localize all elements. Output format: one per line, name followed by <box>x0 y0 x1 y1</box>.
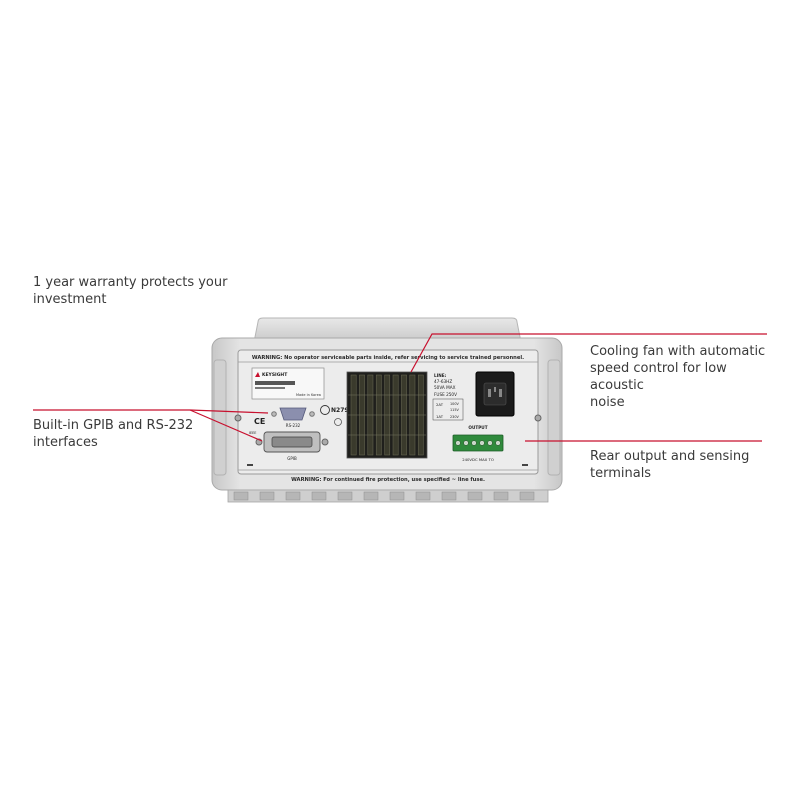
terminal-screw-icon <box>495 440 501 446</box>
csa-mark-icon <box>334 418 342 426</box>
barcode-2 <box>255 387 285 389</box>
fuse-230v: 230V <box>450 415 459 419</box>
rs232-label: RS-232 <box>286 423 301 428</box>
callout-rear-line-2: terminals <box>590 466 652 481</box>
fuse-table <box>432 398 464 421</box>
callout-fan-line-2: speed control for low acoustic <box>590 361 727 393</box>
warning-top-text: WARNING: No operator serviceable parts i… <box>252 355 524 361</box>
chassis-top <box>253 317 522 343</box>
n279-icon <box>320 405 330 415</box>
callout-line-fan <box>410 333 767 373</box>
power-inlet-socket <box>483 382 507 406</box>
left-slot <box>247 464 253 466</box>
ieee-label: IEEE <box>249 431 256 435</box>
panel-screw-left <box>234 414 242 422</box>
base-feet <box>233 491 535 501</box>
callout-rear-terminals: Rear output and sensing terminals <box>590 448 770 482</box>
base-foot <box>259 491 275 501</box>
callout-fan-line-1: Cooling fan with automatic <box>590 344 766 359</box>
output-label: OUTPUT <box>468 425 487 430</box>
base-foot <box>363 491 379 501</box>
terminal-screw-icon <box>463 440 469 446</box>
vent-slats <box>348 374 426 456</box>
base-foot <box>337 491 353 501</box>
power-pin-right <box>499 389 502 397</box>
callout-rear-line-1: Rear output and sensing <box>590 449 750 464</box>
terminal-screws <box>455 440 501 446</box>
callout-gpib-line-2: interfaces <box>33 435 98 450</box>
base-foot <box>285 491 301 501</box>
terminal-screw-icon <box>455 440 461 446</box>
left-grip <box>213 359 227 476</box>
rs232-connector <box>279 407 307 421</box>
callout-fan: Cooling fan with automatic speed control… <box>590 343 780 411</box>
made-in-text: Made in Korea <box>296 393 321 397</box>
base-foot <box>519 491 535 501</box>
terminal-screw-icon <box>487 440 493 446</box>
callout-fan-line-3: noise <box>590 395 625 410</box>
line-spec-4: FUSE 250V <box>434 392 457 397</box>
callout-line-gpib <box>189 409 263 442</box>
panel-screw-right <box>534 414 542 422</box>
rs232-screw-right <box>309 411 315 417</box>
fuse-100v: 100V <box>450 402 459 406</box>
base-foot <box>311 491 327 501</box>
callout-warranty: 1 year warranty protects your investment <box>33 274 233 308</box>
power-pin-mid <box>494 387 496 392</box>
callout-warranty-line-2: investment <box>33 292 107 307</box>
line-spec-2: 47-63HZ <box>434 379 452 384</box>
line-spec-3: 50VA MAX <box>434 385 456 390</box>
base-foot <box>441 491 457 501</box>
n279-mark: N279 <box>331 407 349 414</box>
gpib-label: GPIB <box>287 456 297 461</box>
base-foot <box>233 491 249 501</box>
gpib-socket <box>271 436 313 448</box>
callout-gpib: Built-in GPIB and RS-232 interfaces <box>33 417 208 451</box>
output-terminal-block <box>452 434 504 452</box>
terminal-screw-icon <box>471 440 477 446</box>
right-grip <box>547 359 561 476</box>
ce-mark: CE <box>254 417 265 426</box>
fuse-115v: 115V <box>450 408 459 412</box>
gpib-screw-right <box>321 438 329 446</box>
barcode <box>255 381 295 385</box>
terminal-screw-icon <box>479 440 485 446</box>
callout-gpib-line-1: Built-in GPIB and RS-232 <box>33 418 194 433</box>
callout-warranty-line-1: 1 year warranty protects your <box>33 275 228 290</box>
rs232-screw-left <box>271 411 277 417</box>
fuse-1at: 1AT <box>436 414 444 419</box>
brand-logo-text: KEYSIGHT <box>262 372 288 378</box>
warning-bottom-text: WARNING: For continued fire protection, … <box>291 477 485 483</box>
right-slot <box>522 464 528 466</box>
keysight-logo-icon <box>255 372 260 377</box>
base-foot <box>415 491 431 501</box>
power-pin-left <box>488 389 491 397</box>
output-rating: 240VDC MAX TO <box>462 457 494 462</box>
base-foot <box>467 491 483 501</box>
line-spec-1: LINE: <box>434 373 447 378</box>
fuse-2at: 2AT <box>436 402 444 407</box>
base-foot <box>493 491 509 501</box>
base-foot <box>389 491 405 501</box>
